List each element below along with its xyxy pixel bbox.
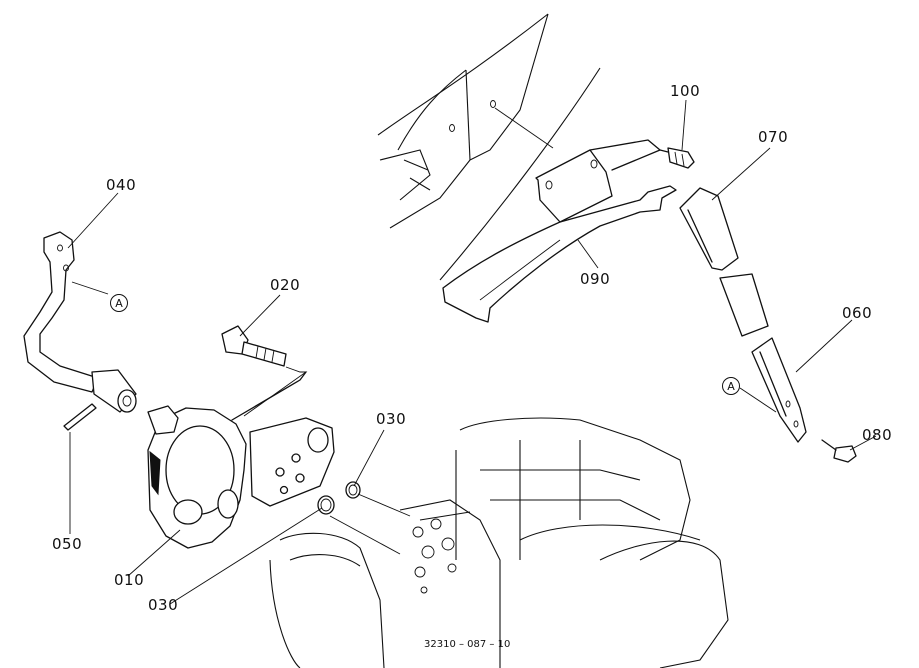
label-100: 100 [670,82,701,100]
reference-callout-a-right: A [722,377,740,395]
bolt-100 [659,147,695,169]
frame-panel [377,13,601,281]
label-040: 040 [106,176,137,194]
label-030-upper: 030 [376,410,407,428]
reference-callout-a-left: A [110,294,128,312]
pump-010 [147,371,335,549]
label-020: 020 [270,276,301,294]
label-060: 060 [842,304,873,322]
rod-040 [23,231,137,413]
drawing-number: 32310 – 087 – 10 [424,639,511,650]
label-080: 080 [862,426,893,444]
pin-050 [63,403,97,431]
bolt-020 [221,325,287,367]
engine-block [269,417,729,668]
o-rings-030 [317,481,361,515]
label-050: 050 [52,535,83,553]
label-090: 090 [580,270,611,288]
leader-lines [67,99,877,605]
lever-060-070 [679,187,807,443]
label-010: 010 [114,571,145,589]
label-070: 070 [758,128,789,146]
label-030-lower: 030 [148,596,179,614]
bracket-090 [442,107,677,323]
bolt-080 [821,439,857,463]
